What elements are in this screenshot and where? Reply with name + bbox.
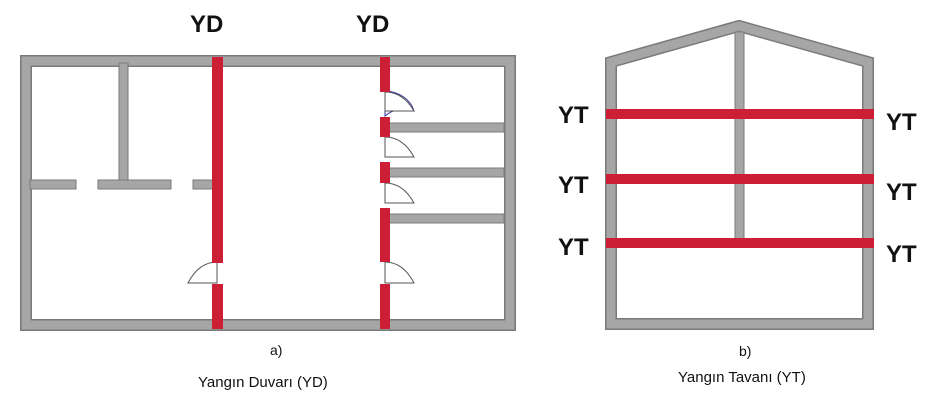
partition-wall [734, 31, 745, 243]
panel-a-caption: Yangın Duvarı (YD) [198, 374, 328, 391]
door-swing [384, 136, 415, 158]
fire-ceiling-red [606, 174, 874, 184]
partition-wall [97, 179, 172, 190]
fire-wall-red [380, 162, 390, 183]
fire-ceiling-label-left: YT [558, 102, 589, 129]
fire-ceiling-label-left: YT [558, 172, 589, 199]
fire-ceiling-label-left: YT [558, 234, 589, 261]
partition-wall [118, 62, 129, 190]
partition-wall [192, 179, 214, 190]
partition-wall [387, 122, 505, 133]
door-swing [384, 91, 415, 112]
door-swing [384, 261, 415, 284]
fire-ceiling-red [606, 109, 874, 119]
door-swing [384, 182, 415, 204]
door-swing [187, 261, 218, 284]
partition-wall [29, 179, 77, 190]
fire-wall-red [380, 208, 390, 262]
panel-b-section: YT YT YT YT YT YT b) Yangın Tavanı (YT) [558, 19, 917, 386]
outer-wall [20, 55, 516, 331]
fire-wall-label-2: YD [356, 11, 389, 38]
panel-a-letter: a) [270, 342, 282, 358]
outer-wall-fill [21, 56, 515, 330]
fire-wall-red [380, 117, 390, 137]
fire-wall-red [212, 284, 223, 329]
panel-b-caption: Yangın Tavanı (YT) [678, 369, 806, 386]
fire-wall-red [212, 57, 223, 263]
panel-b-letter: b) [739, 343, 751, 359]
partition-wall [387, 213, 505, 224]
fire-ceiling-label-right: YT [886, 179, 917, 206]
partition-wall [387, 167, 505, 178]
fire-wall-red [380, 57, 390, 92]
fire-ceiling-label-right: YT [886, 241, 917, 268]
panel-a-floor-plan: YD YD a) Yangın Duvarı (YD) [20, 11, 516, 391]
fire-ceiling-red [606, 238, 874, 248]
fire-ceiling-label-right: YT [886, 109, 917, 136]
fire-wall-label-1: YD [190, 11, 223, 38]
building-outline-fill [606, 21, 873, 329]
fire-wall-red [380, 284, 390, 329]
